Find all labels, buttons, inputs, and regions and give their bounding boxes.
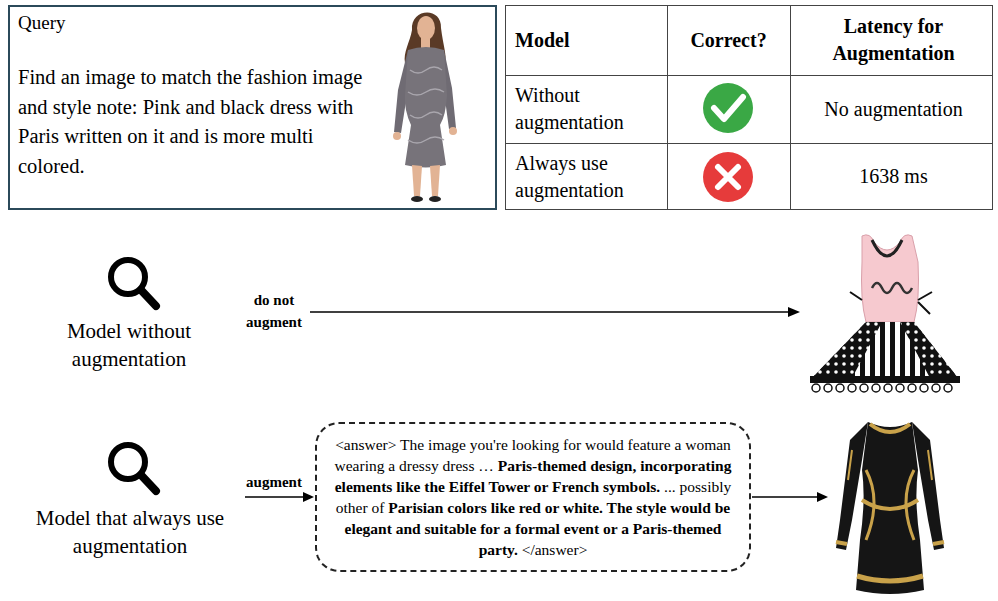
answer-text: </answer> xyxy=(522,541,588,558)
model-photo xyxy=(411,196,423,202)
table-grid xyxy=(667,6,668,210)
pink-dress-photo xyxy=(862,235,919,322)
pink-dress-photo xyxy=(884,384,892,392)
model-photo xyxy=(408,67,444,143)
table-grid xyxy=(506,6,993,210)
model-label: Model that always use augmentation xyxy=(2,502,260,562)
arrow xyxy=(817,492,828,502)
table-grid xyxy=(506,75,993,76)
arrow xyxy=(303,492,314,502)
check-icon xyxy=(703,83,753,133)
cross-icon xyxy=(718,167,738,187)
black-dress-photo xyxy=(836,424,944,581)
black-dress-photo xyxy=(857,576,923,581)
black-dress-photo xyxy=(848,450,932,480)
box-heading: Query xyxy=(18,12,487,35)
model-photo xyxy=(449,127,457,135)
pink-dress-photo xyxy=(836,384,844,392)
table-header-text: Correct? xyxy=(690,27,766,54)
query-text: Find an image to match the fashion image… xyxy=(18,63,380,182)
table-cell: Without augmentation xyxy=(505,75,667,143)
black-dress-photo xyxy=(856,422,924,594)
arrow xyxy=(245,496,305,498)
pink-dress-photo xyxy=(896,384,904,392)
table-header: Correct? xyxy=(667,5,790,75)
model-photo xyxy=(429,196,441,202)
answer-box: <answer> The image you're looking for wo… xyxy=(315,422,751,572)
check-icon xyxy=(703,83,753,133)
table-header-text: Latency for Augmentation xyxy=(798,13,989,67)
table-cell: No augmentation xyxy=(790,75,993,143)
table-header-text: Model xyxy=(515,27,569,54)
query-box: QueryFind an image to match the fashion … xyxy=(8,5,497,210)
arrow xyxy=(788,307,800,317)
arrow-label-text: do not augment xyxy=(238,290,310,334)
arrow-label: do not augment xyxy=(238,289,310,335)
black-dress-photo xyxy=(862,500,918,509)
pink-dress-photo xyxy=(812,322,958,378)
model-label-text: Model without augmentation xyxy=(22,317,236,374)
pink-dress-photo xyxy=(872,283,912,293)
search-icon xyxy=(111,445,156,491)
model-photo xyxy=(405,47,447,168)
pink-dress-photo xyxy=(812,384,952,392)
table-grid xyxy=(506,6,993,210)
arrow xyxy=(752,492,828,502)
arrow-label-text: augment xyxy=(244,472,304,492)
model-photo xyxy=(417,16,435,40)
model-photo xyxy=(393,12,457,202)
model-label: Model without augmentation xyxy=(20,316,240,374)
model-photo xyxy=(412,165,422,196)
search-icon xyxy=(141,290,156,306)
table-grid xyxy=(790,6,791,210)
pink-dress-photo xyxy=(872,384,880,392)
arrow xyxy=(245,307,800,317)
pink-dress-photo xyxy=(812,384,820,392)
model-photo xyxy=(430,165,440,196)
search-icon xyxy=(111,260,156,306)
black-dress-photo xyxy=(836,542,944,544)
arrow xyxy=(752,496,818,498)
pink-dress-photo xyxy=(850,292,932,314)
pink-dress-photo xyxy=(824,384,832,392)
pink-dress-photo xyxy=(810,235,960,392)
table-cell-text: No augmentation xyxy=(824,96,962,123)
pink-dress-photo xyxy=(900,322,958,378)
black-dress-photo xyxy=(836,422,944,594)
table-cell-text: Without augmentation xyxy=(515,82,663,136)
check-icon xyxy=(714,97,743,119)
table-cell: 1638 ms xyxy=(790,143,993,210)
pink-dress-photo xyxy=(810,376,960,383)
cross-icon xyxy=(703,152,753,202)
table-cell: Always use augmentation xyxy=(505,143,667,210)
model-photo xyxy=(393,132,401,140)
arrow xyxy=(245,492,314,502)
pink-dress-photo xyxy=(920,384,928,392)
table-grid xyxy=(506,143,993,144)
table-cell-text: 1638 ms xyxy=(859,163,927,190)
pink-dress-photo xyxy=(876,248,898,256)
table-header: Latency for Augmentation xyxy=(790,5,993,75)
table-header: Model xyxy=(505,5,667,75)
pink-dress-photo xyxy=(932,384,940,392)
cross-icon xyxy=(703,152,753,202)
search-icon xyxy=(141,475,156,491)
pink-dress-photo xyxy=(848,384,856,392)
arrow xyxy=(245,311,790,313)
model-label-text: Model that always use augmentation xyxy=(4,504,256,561)
black-dress-photo xyxy=(870,424,910,432)
pink-dress-photo xyxy=(872,240,902,256)
pink-dress-photo xyxy=(812,322,882,378)
arrow-label: augment xyxy=(238,472,310,492)
pink-dress-photo xyxy=(908,384,916,392)
pink-dress-photo xyxy=(944,384,952,392)
black-dress-photo xyxy=(866,470,914,540)
table-cell-text: Always use augmentation xyxy=(515,150,663,204)
pink-dress-photo xyxy=(860,384,868,392)
